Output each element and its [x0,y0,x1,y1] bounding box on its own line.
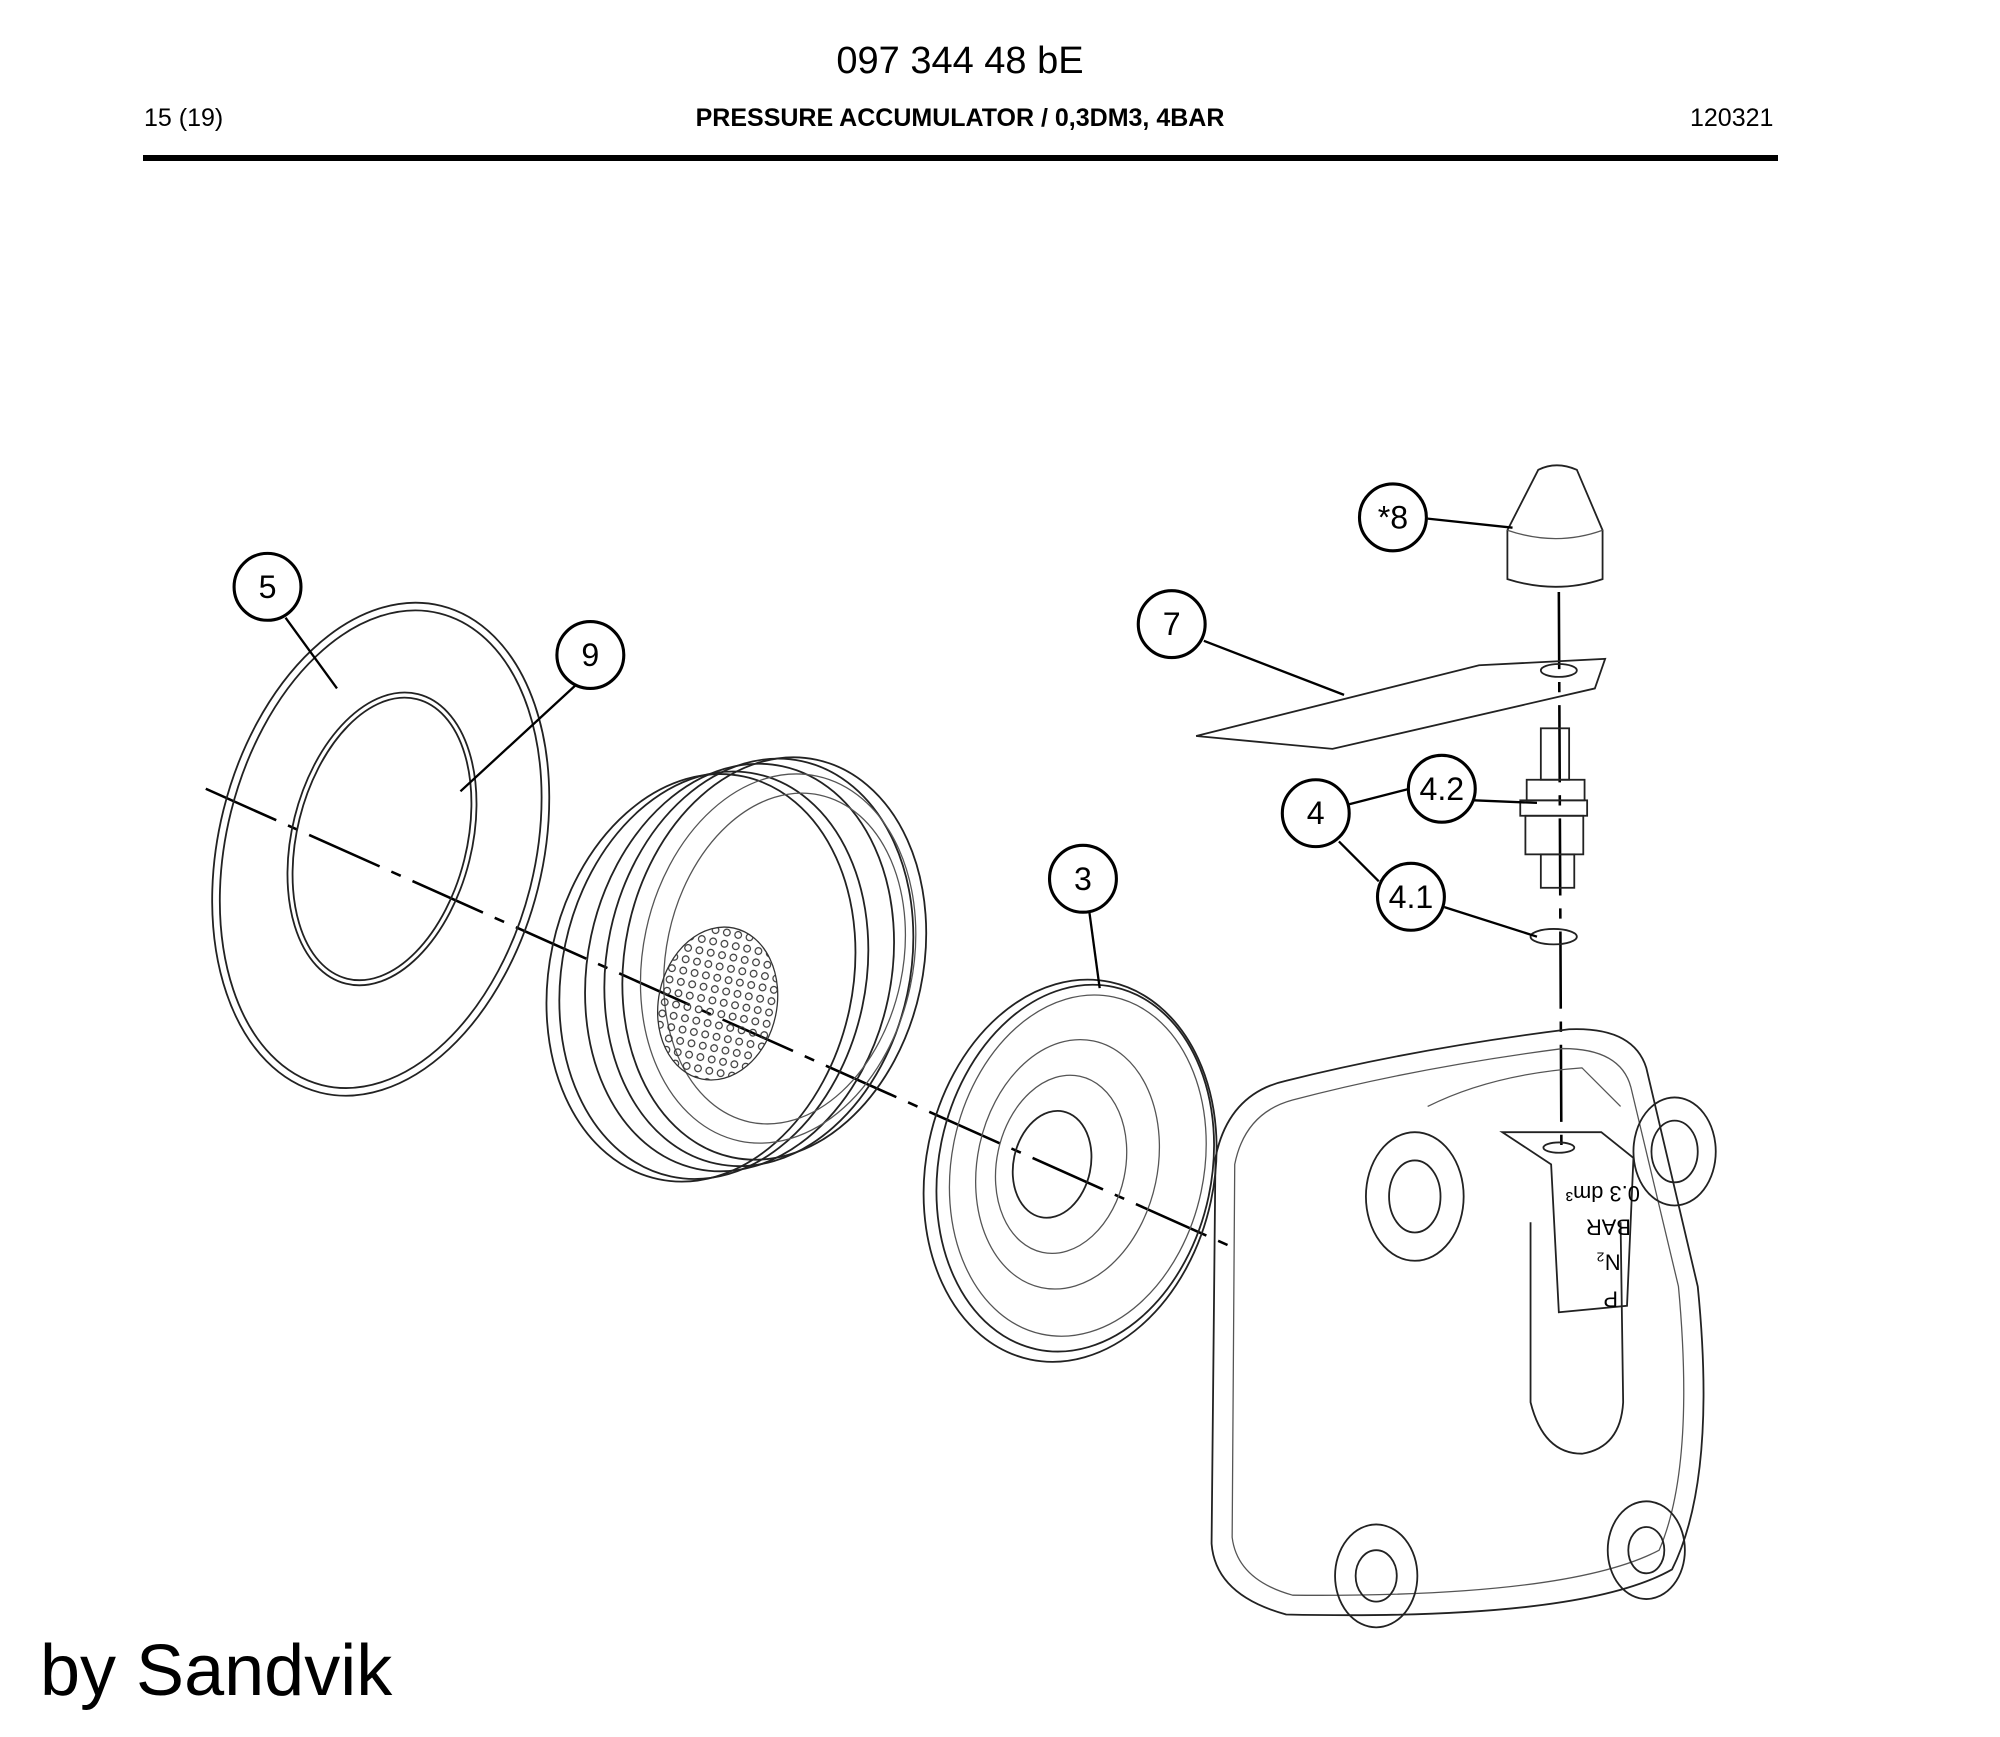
marking-volume: 0.3 dm³ [1566,1181,1640,1206]
svg-text:5: 5 [259,569,277,605]
callout-3: 3 [1047,843,1118,914]
svg-text:4.2: 4.2 [1419,771,1464,807]
perforated-disc [656,926,779,1081]
svg-text:3: 3 [1074,861,1092,897]
part-4-1-washer [1529,928,1578,946]
marking-bar: BAR [1586,1215,1631,1240]
valve-axis [1557,591,1563,1152]
callout-8: *8 [1357,482,1428,553]
page-number: 15 (19) [144,104,224,132]
marking-n2: N₂ [1596,1249,1620,1274]
piston [545,756,928,1183]
leader-lines [284,517,1538,989]
drawing-title: PRESSURE ACCUMULATOR / 0,3DM3, 4BAR [695,104,1225,132]
callout-4-1: 4.1 [1375,861,1446,932]
svg-text:4.1: 4.1 [1389,879,1434,915]
part-5-ring [211,601,551,1097]
callout-4-2: 4.2 [1406,753,1477,824]
part-8-cap [1506,464,1604,588]
center-axis [205,787,1229,1247]
credit-text: by Sandvik [40,1631,393,1711]
svg-text:7: 7 [1163,606,1181,642]
marking-p: P [1603,1287,1618,1312]
document-number: 097 344 48 bE [836,40,1084,82]
part-3-diaphragm [922,978,1218,1363]
part-7-plate [1195,657,1607,750]
part-9-ring [286,691,478,987]
housing: P N₂ BAR 0.3 dm³ [1210,1028,1717,1629]
svg-text:9: 9 [581,637,599,673]
svg-text:4: 4 [1307,795,1325,831]
callout-9: 9 [555,620,626,690]
part-4-valve [1519,727,1589,889]
header-rule [143,155,1778,161]
callout-4: 4 [1280,778,1351,849]
svg-text:*8: *8 [1378,499,1408,535]
callout-7: 7 [1136,589,1207,660]
callout-5: 5 [232,551,303,622]
date-code: 120321 [1690,104,1774,132]
